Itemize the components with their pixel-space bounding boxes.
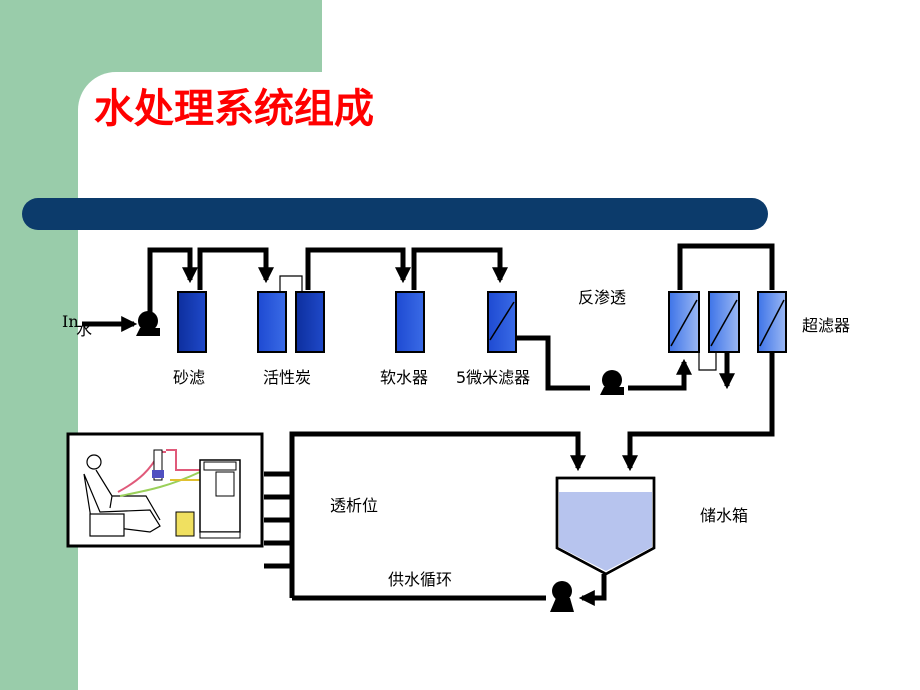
sand-filter-label: 砂滤 bbox=[173, 368, 205, 387]
storage-tank bbox=[555, 476, 656, 576]
carbon-filter-2 bbox=[295, 291, 325, 353]
carbon-link bbox=[279, 275, 303, 292]
micron-filter bbox=[487, 291, 517, 353]
ro-module-2 bbox=[708, 291, 740, 353]
softener bbox=[395, 291, 425, 353]
inlet-water-label: 水 bbox=[76, 320, 92, 339]
supply-loop-label: 供水循环 bbox=[388, 570, 452, 589]
inlet-pump-icon bbox=[136, 311, 160, 336]
ro-pump-icon bbox=[600, 370, 624, 395]
micron-filter-label: 5微米滤器 bbox=[456, 368, 530, 387]
storage-tank-label: 储水箱 bbox=[700, 506, 748, 525]
sand-filter bbox=[177, 291, 207, 353]
content-area-top bbox=[322, 0, 920, 120]
softener-label: 软水器 bbox=[380, 368, 428, 387]
inlet-label: In bbox=[62, 312, 79, 331]
ultrafilter bbox=[757, 291, 787, 353]
dialysis-station-illustration bbox=[66, 432, 264, 548]
supply-loop-pipe bbox=[264, 431, 607, 607]
supply-pump-icon bbox=[550, 581, 574, 612]
title-banner bbox=[22, 198, 768, 230]
ultrafilter-label: 超滤器 bbox=[802, 316, 850, 335]
ro-link bbox=[698, 352, 717, 371]
dialysis-station-label: 透析位 bbox=[330, 496, 378, 515]
content-area-left bbox=[78, 110, 338, 690]
slide-title: 水处理系统组成 bbox=[94, 86, 374, 132]
top-pipeline bbox=[82, 243, 775, 472]
ro-label: 反渗透 bbox=[578, 288, 626, 307]
carbon-filter-label: 活性炭 bbox=[263, 368, 311, 387]
ro-module-1 bbox=[668, 291, 700, 353]
carbon-filter-1 bbox=[257, 291, 287, 353]
